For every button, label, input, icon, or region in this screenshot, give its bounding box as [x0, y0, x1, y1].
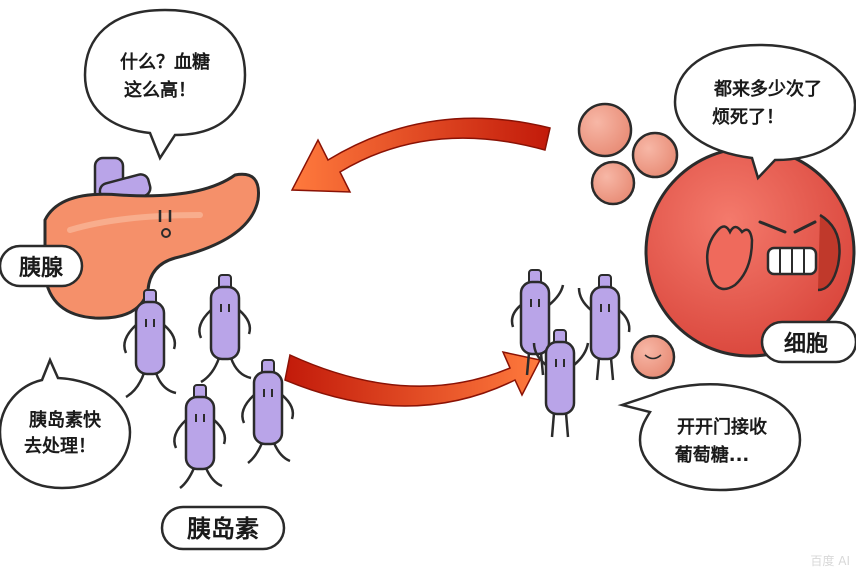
- bubble-text-receptor-1: 开开门接收: [677, 416, 767, 438]
- bubble-text-pancreas-2: 这么高！: [124, 79, 196, 101]
- pancreas-character: [43, 156, 261, 320]
- insulin-character: [577, 274, 631, 381]
- glucose-molecules: [577, 102, 679, 380]
- insulin-character: [198, 274, 252, 384]
- insulin-character: [510, 269, 565, 376]
- bubble-text-pancreas-1: 什么？血糖: [120, 51, 210, 73]
- speech-bubble-pancreas: 什么？血糖 这么高！: [83, 8, 247, 161]
- label-pancreas-text: 胰腺: [19, 256, 64, 281]
- label-cell-text: 细胞: [784, 331, 828, 357]
- watermark: 百度 AI: [810, 553, 850, 568]
- arrow-insulin-to-cell: [284, 350, 542, 407]
- pancreas-body: [43, 172, 261, 320]
- cell-hand: [705, 225, 754, 291]
- insulin-character: [173, 384, 227, 489]
- insulin-group-left: [123, 274, 295, 489]
- glucose-molecule: [630, 334, 676, 380]
- label-insulin-text: 胰岛素: [187, 515, 259, 543]
- bubble-text-insulin-2: 去处理！: [24, 435, 96, 457]
- glucose-molecule: [590, 160, 636, 206]
- bubble-text-cell-2: 烦死了！: [712, 106, 784, 128]
- insulin-group-right: [510, 269, 631, 438]
- label-pancreas: 胰腺: [0, 244, 84, 288]
- insulin-character: [241, 359, 295, 464]
- label-cell: 细胞: [760, 320, 856, 364]
- speech-bubble-receptor: 开开门接收 葡萄糖...: [617, 383, 802, 492]
- bubble-text-insulin-1: 胰岛素快: [28, 409, 102, 431]
- pancreas-mouth: [161, 228, 171, 238]
- speech-bubble-cell: 都来多少次了 烦死了！: [673, 43, 856, 181]
- label-insulin: 胰岛素: [160, 505, 286, 551]
- bubble-text-receptor-2: 葡萄糖...: [674, 444, 750, 466]
- insulin-character: [532, 329, 590, 438]
- insulin-character: [123, 289, 177, 399]
- glucose-molecule: [577, 102, 633, 158]
- arrow-cell-to-pancreas: [290, 117, 551, 193]
- speech-bubble-insulin: 胰岛素快 去处理！: [0, 356, 132, 490]
- cell-character: [644, 146, 856, 358]
- glucose-molecule: [631, 131, 679, 179]
- bubble-text-cell-1: 都来多少次了: [713, 78, 822, 100]
